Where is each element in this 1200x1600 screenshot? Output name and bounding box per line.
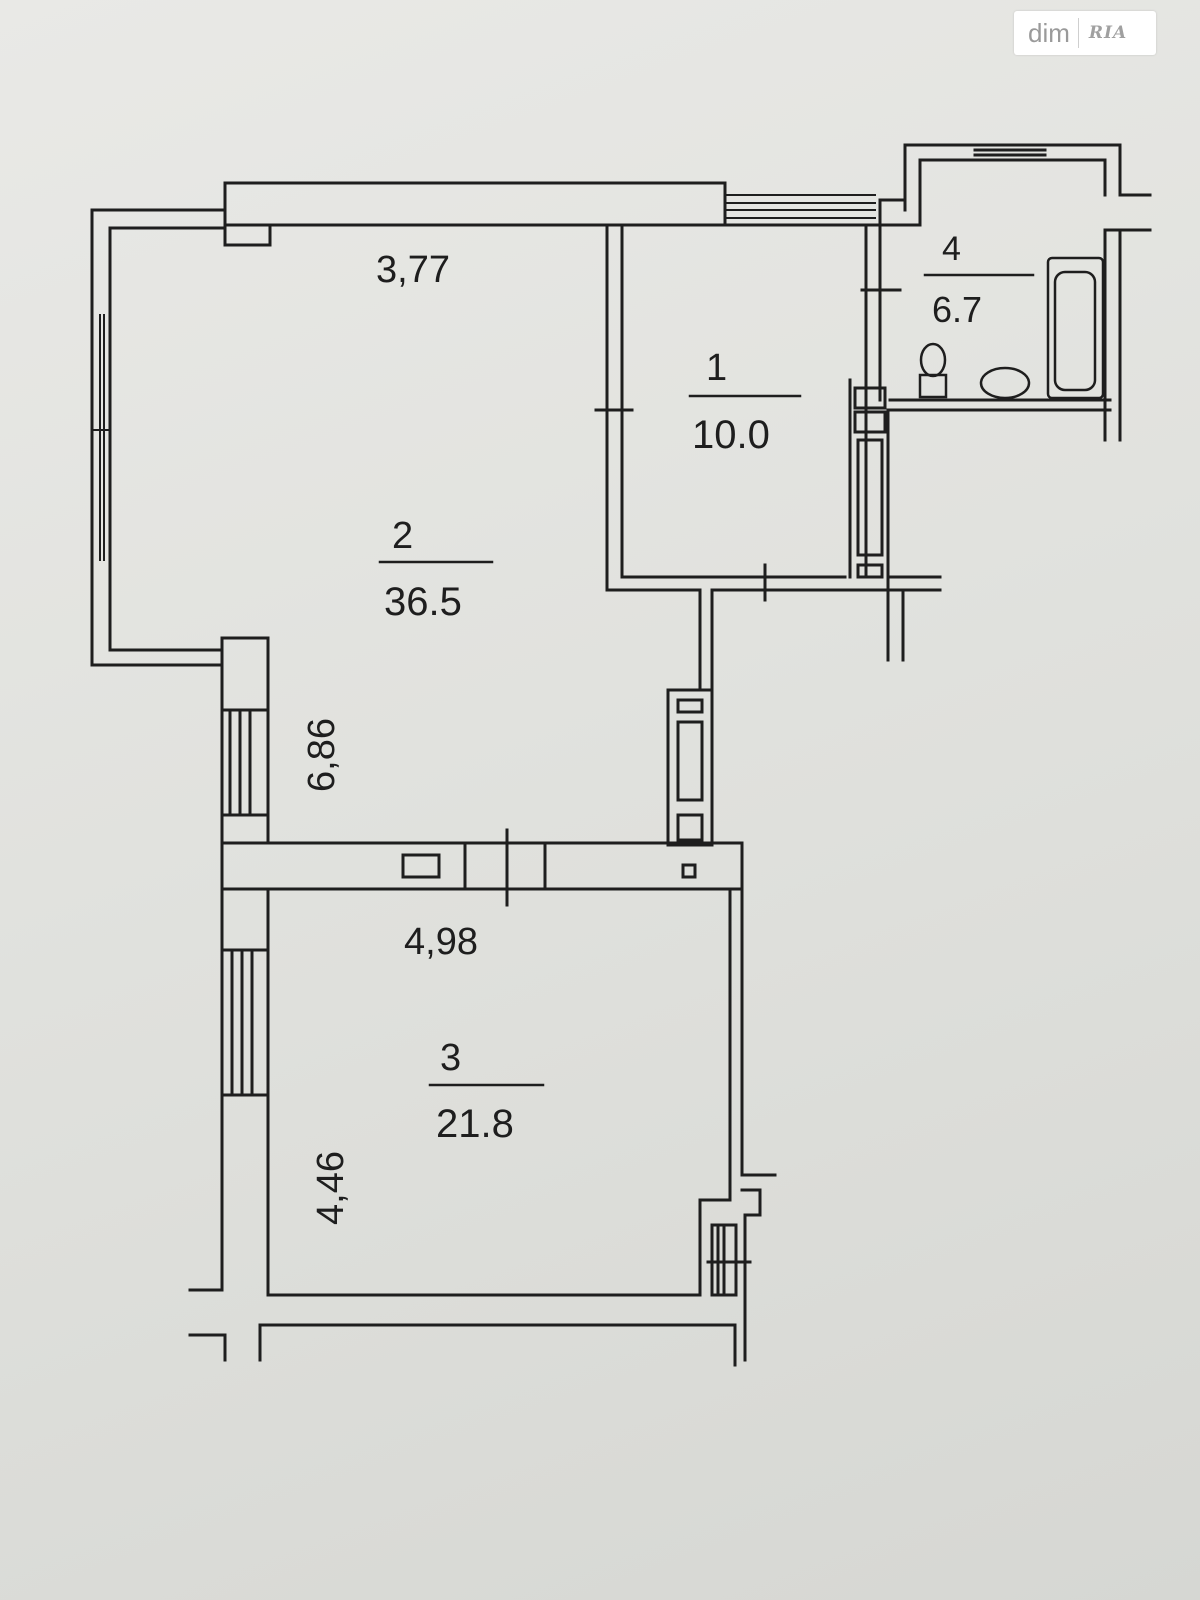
dimension-bottom-height: 4,46 bbox=[310, 1151, 352, 1225]
room1-right-wall bbox=[848, 198, 942, 662]
partition-1-2 bbox=[594, 223, 942, 602]
watermark-divider bbox=[1077, 18, 1079, 48]
room-2-number: 2 bbox=[392, 515, 413, 557]
left-window bbox=[91, 314, 111, 561]
top-window bbox=[724, 194, 876, 219]
room-1-area: 10.0 bbox=[692, 413, 770, 457]
washbasin bbox=[979, 366, 1031, 400]
corridor-wall bbox=[666, 588, 714, 847]
room-3-number: 3 bbox=[440, 1037, 461, 1079]
dimension-top-width: 3,77 bbox=[376, 249, 450, 291]
watermark-dim-text: dim bbox=[1028, 17, 1070, 48]
room-4-number: 4 bbox=[942, 230, 961, 268]
partition-2-3 bbox=[220, 828, 744, 907]
room-1-number: 1 bbox=[706, 347, 727, 389]
room3-walls bbox=[188, 887, 777, 1367]
dimension-left-height: 6,86 bbox=[301, 718, 343, 792]
room-label-bars bbox=[378, 273, 1035, 1087]
toilet bbox=[918, 342, 948, 399]
left-lower-wall bbox=[90, 636, 270, 845]
bathtub bbox=[1046, 256, 1105, 400]
bathroom-walls bbox=[878, 143, 1152, 442]
room-3-area: 21.8 bbox=[436, 1102, 514, 1146]
watermark-ria-logo: RIA bbox=[1088, 23, 1128, 43]
top-wall bbox=[90, 181, 882, 667]
room-4-area: 6.7 bbox=[932, 289, 982, 330]
watermark-badge: dim RIA bbox=[1014, 11, 1156, 55]
dimension-middle-width: 4,98 bbox=[404, 921, 478, 963]
room-2-area: 36.5 bbox=[384, 580, 462, 624]
